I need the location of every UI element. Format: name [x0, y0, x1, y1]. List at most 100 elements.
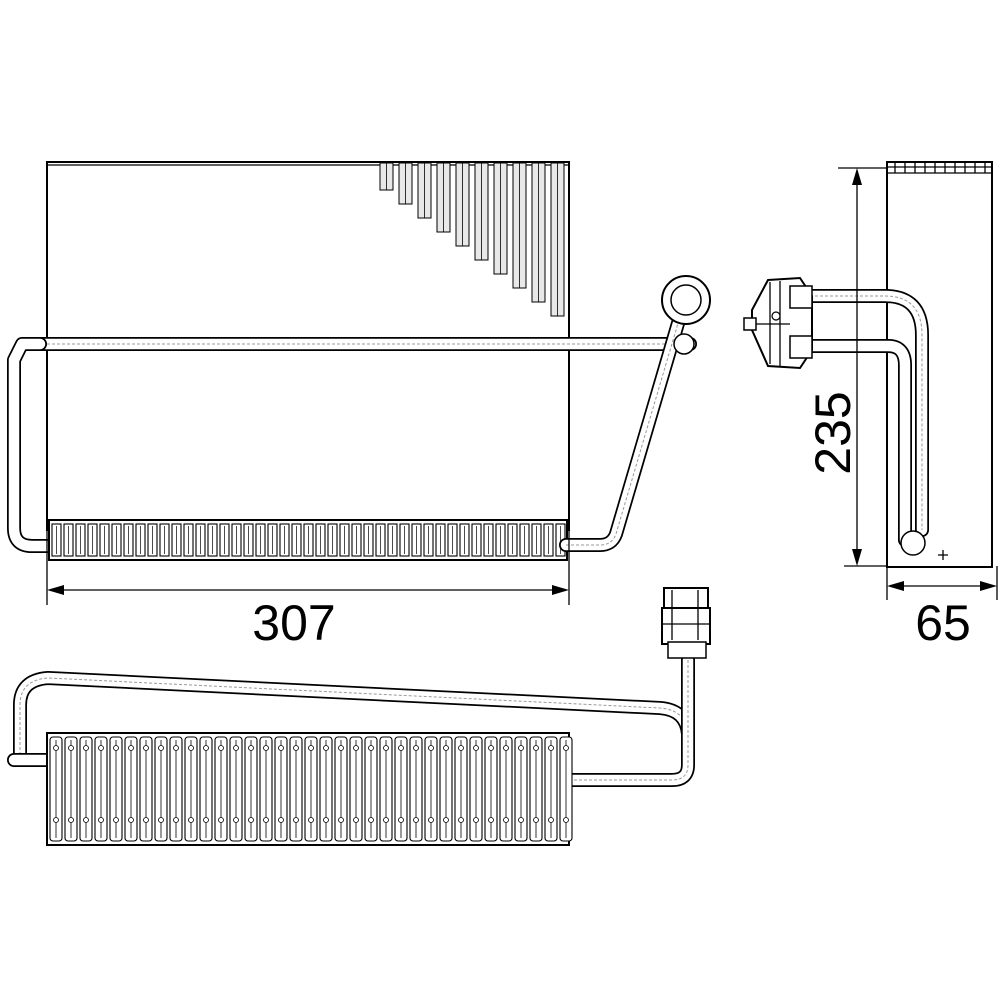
header-segment — [351, 523, 362, 557]
header-segment — [255, 523, 266, 557]
pipe-fitting-bore — [670, 284, 702, 316]
header-segment — [363, 523, 374, 557]
header-segment — [63, 523, 74, 557]
header-segment — [195, 523, 206, 557]
width-label: 307 — [252, 595, 335, 651]
header-segment — [495, 523, 506, 557]
bottom-fin-column — [469, 736, 483, 842]
bottom-fin-column — [454, 736, 468, 842]
bottom-fin-column — [514, 736, 528, 842]
fin-step — [550, 162, 565, 317]
header-segment — [51, 523, 62, 557]
header-segment — [543, 523, 554, 557]
header-segment — [519, 523, 530, 557]
header-segment — [243, 523, 254, 557]
bottom-core-fins — [49, 736, 573, 842]
header-segment — [267, 523, 278, 557]
header-segment — [207, 523, 218, 557]
expansion-valve — [743, 276, 813, 370]
header-segment — [411, 523, 422, 557]
bottom-fin-column — [379, 736, 393, 842]
fin-step — [512, 162, 527, 289]
bottom-fin-column — [544, 736, 558, 842]
height-label: 235 — [805, 391, 861, 474]
header-segment — [327, 523, 338, 557]
header-segment — [183, 523, 194, 557]
left-loop-pipe — [7, 337, 67, 553]
bottom-fin-column — [64, 736, 78, 842]
side-upper-pipe — [793, 289, 929, 537]
bottom-fin-column — [439, 736, 453, 842]
bottom-fin-column — [349, 736, 363, 842]
header-segment — [435, 523, 446, 557]
header-segment — [303, 523, 314, 557]
header-segment — [459, 523, 470, 557]
fin-step — [379, 162, 394, 191]
bottom-fin-column — [334, 736, 348, 842]
bottom-fin-column — [214, 736, 228, 842]
bottom-fin-column — [559, 736, 573, 842]
bottom-fin-column — [79, 736, 93, 842]
depth-dimension: 65 — [886, 566, 998, 651]
header-segment — [291, 523, 302, 557]
header-segment — [471, 523, 482, 557]
header-segment — [99, 523, 110, 557]
fin-step — [436, 162, 451, 233]
header-segment — [447, 523, 458, 557]
fin-step — [493, 162, 508, 275]
fin-step — [474, 162, 489, 261]
header-segment — [159, 523, 170, 557]
header-segment — [171, 523, 182, 557]
header-segment — [339, 523, 350, 557]
header-segment — [423, 523, 434, 557]
height-dimension: 235 — [805, 167, 887, 567]
bottom-fin-column — [409, 736, 423, 842]
bottom-fin-column — [94, 736, 108, 842]
bottom-pipe-fitting — [661, 587, 711, 659]
header-segment — [111, 523, 122, 557]
bottom-fin-column — [184, 736, 198, 842]
header-segment — [375, 523, 386, 557]
header-segment — [123, 523, 134, 557]
bottom-fin-column — [259, 736, 273, 842]
bottom-fin-column — [289, 736, 303, 842]
header-segment — [231, 523, 242, 557]
diagonal-outlet-pipe — [559, 289, 693, 552]
header-segment — [147, 523, 158, 557]
bottom-fin-column — [244, 736, 258, 842]
side-lower-pipe — [793, 339, 912, 547]
bottom-fin-column — [424, 736, 438, 842]
bottom-fin-column — [274, 736, 288, 842]
header-segment — [483, 523, 494, 557]
header-segment — [75, 523, 86, 557]
bottom-view — [7, 587, 711, 846]
bottom-fin-column — [199, 736, 213, 842]
bottom-fin-column — [499, 736, 513, 842]
header-segment — [399, 523, 410, 557]
bottom-fin-column — [109, 736, 123, 842]
fin-step — [455, 162, 470, 247]
pipe-fitting-small — [673, 333, 695, 355]
side-pipe-end — [900, 530, 926, 556]
fin-staircase — [379, 162, 565, 317]
header-segment — [87, 523, 98, 557]
bottom-fin-column — [304, 736, 318, 842]
bottom-header-segments — [51, 523, 566, 557]
fin-step — [398, 162, 413, 205]
bottom-fin-column — [394, 736, 408, 842]
header-segment — [315, 523, 326, 557]
header-segment — [387, 523, 398, 557]
bottom-fin-column — [364, 736, 378, 842]
bottom-fin-column — [139, 736, 153, 842]
bottom-fin-column — [124, 736, 138, 842]
front-view — [7, 161, 711, 561]
bottom-vertical-pipe — [553, 653, 695, 787]
bottom-fin-column — [154, 736, 168, 842]
header-segment — [279, 523, 290, 557]
bottom-fin-column — [484, 736, 498, 842]
width-dimension: 307 — [46, 530, 570, 651]
header-segment — [531, 523, 542, 557]
bottom-fin-column — [169, 736, 183, 842]
depth-label: 65 — [915, 595, 971, 651]
